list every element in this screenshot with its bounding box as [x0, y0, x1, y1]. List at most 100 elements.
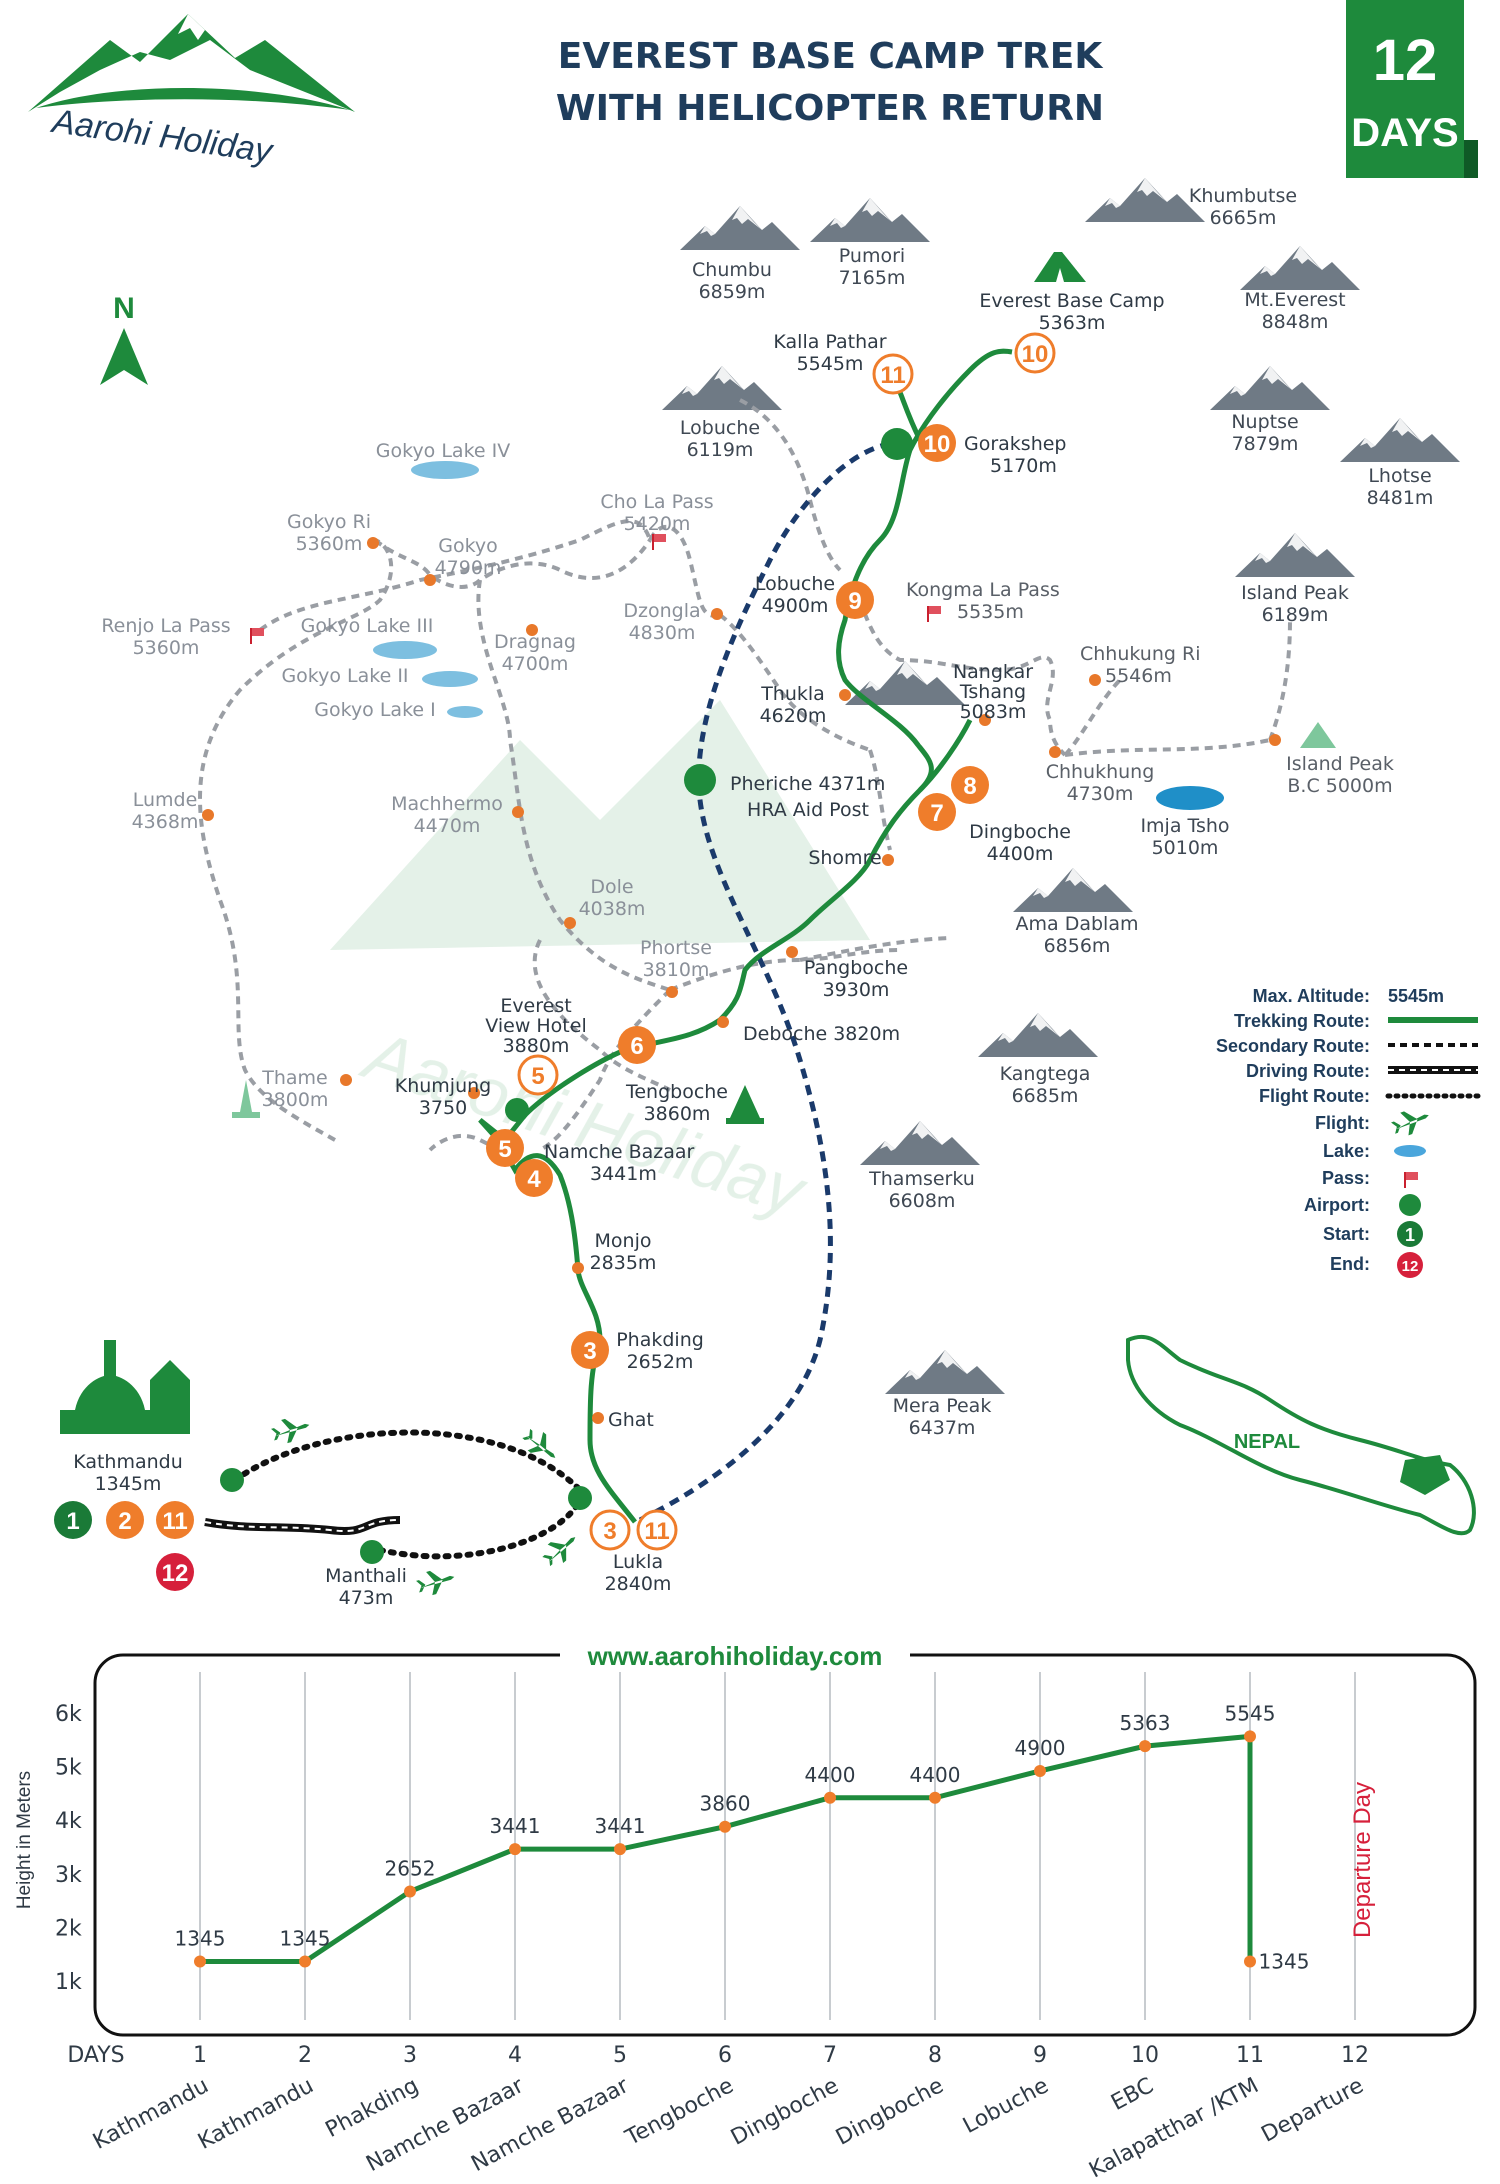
svg-text:12: 12 — [162, 1560, 189, 1587]
svg-text:4: 4 — [527, 1166, 541, 1193]
svg-text:Gokyo Lake II: Gokyo Lake II — [281, 665, 408, 687]
data-point — [614, 1843, 626, 1856]
svg-text:5535m: 5535m — [957, 601, 1024, 623]
y-tick-label: 6k — [55, 1702, 82, 1727]
compass-letter: N — [113, 292, 135, 325]
svg-text:9: 9 — [848, 588, 861, 615]
svg-text:10: 10 — [1022, 341, 1049, 368]
svg-text:Dingboche: Dingboche — [969, 821, 1071, 843]
airport-icons — [220, 428, 913, 1564]
x-tick-label: 8 — [928, 2043, 942, 2068]
svg-text:Namche Bazaar: Namche Bazaar — [544, 1141, 695, 1163]
svg-text:2652m: 2652m — [627, 1351, 694, 1373]
svg-text:473m: 473m — [339, 1587, 394, 1609]
svg-text:Chumbu: Chumbu — [692, 259, 772, 281]
svg-text:3860m: 3860m — [644, 1103, 711, 1125]
badge-number: 12 — [1373, 28, 1438, 93]
lakes — [373, 461, 1224, 810]
data-point — [1244, 1955, 1256, 1968]
camp-icons — [232, 252, 1336, 1124]
svg-text:Gorakshep: Gorakshep — [964, 433, 1067, 455]
data-label: 5545 — [1225, 1701, 1276, 1725]
svg-text:6859m: 6859m — [699, 281, 766, 303]
svg-text:Everest: Everest — [500, 995, 571, 1017]
svg-text:Thamserku: Thamserku — [868, 1168, 975, 1190]
x-category-label: Lobuche — [959, 2073, 1053, 2139]
x-category-label: Tengboche — [621, 2073, 738, 2151]
svg-text:Kangtega: Kangtega — [1000, 1063, 1091, 1085]
svg-text:Pheriche 4371m: Pheriche 4371m — [730, 773, 885, 795]
x-category-label: Dingboche — [832, 2073, 948, 2150]
map-day-markers: 10 11 10 9 8 7 6 5 5 4 3 3 11 1 2 11 12 — [54, 332, 1056, 1591]
data-point — [404, 1885, 416, 1898]
svg-text:4790m: 4790m — [435, 557, 502, 579]
svg-text:5363m: 5363m — [1039, 312, 1106, 334]
svg-text:Island Peak: Island Peak — [1286, 753, 1394, 775]
svg-text:Island Peak: Island Peak — [1241, 582, 1349, 604]
svg-text:Trekking Route:: Trekking Route: — [1234, 1011, 1370, 1031]
svg-text:Flight Route:: Flight Route: — [1259, 1086, 1370, 1106]
svg-text:11: 11 — [880, 362, 905, 389]
svg-text:1345m: 1345m — [95, 1473, 162, 1495]
nepal-label: NEPAL — [1234, 1431, 1300, 1453]
x-tick-label: 2 — [298, 2043, 312, 2068]
svg-text:Kongma La Pass: Kongma La Pass — [906, 579, 1060, 601]
svg-text:6685m: 6685m — [1012, 1085, 1079, 1107]
svg-text:4900m: 4900m — [762, 595, 829, 617]
svg-text:Airport:: Airport: — [1304, 1195, 1370, 1215]
x-tick-label: 5 — [613, 2043, 627, 2068]
data-label: 1345 — [1259, 1950, 1310, 1974]
data-point — [194, 1955, 206, 1968]
svg-text:Ama Dablam: Ama Dablam — [1016, 913, 1139, 935]
x-tick-label: 9 — [1033, 2043, 1047, 2068]
data-point — [299, 1955, 311, 1968]
svg-text:Mt.Everest: Mt.Everest — [1244, 289, 1345, 311]
heli-flight-route — [638, 441, 891, 1523]
svg-text:Everest Base Camp: Everest Base Camp — [979, 290, 1164, 312]
svg-text:Pangboche: Pangboche — [804, 957, 908, 979]
data-label: 5363 — [1120, 1711, 1171, 1735]
x-axis-label: DAYS — [67, 2043, 124, 2068]
y-tick-label: 4k — [55, 1809, 82, 1834]
svg-text:2: 2 — [118, 1508, 131, 1535]
x-category-label: Kathmandu — [89, 2073, 213, 2155]
svg-text:3810m: 3810m — [643, 959, 710, 981]
x-tick-label: 6 — [718, 2043, 732, 2068]
svg-text:Lukla: Lukla — [613, 1551, 663, 1573]
svg-text:5545m: 5545m — [797, 353, 864, 375]
svg-text:5: 5 — [531, 1063, 544, 1090]
svg-text:Deboche 3820m: Deboche 3820m — [743, 1023, 900, 1045]
y-tick-label: 3k — [55, 1863, 82, 1888]
secondary-routes — [198, 398, 1292, 1152]
x-tick-label: 7 — [823, 2043, 837, 2068]
svg-text:4400m: 4400m — [987, 843, 1054, 865]
departure-annotation: Departure Day — [1349, 1782, 1376, 1938]
svg-text:Kathmandu: Kathmandu — [73, 1451, 183, 1473]
svg-text:11: 11 — [162, 1508, 187, 1535]
x-tick-label: 1 — [193, 2043, 207, 2068]
svg-text:Chhukhung: Chhukhung — [1046, 761, 1155, 783]
svg-text:View Hotel: View Hotel — [485, 1015, 586, 1037]
svg-text:5420m: 5420m — [624, 513, 691, 535]
svg-text:Pass:: Pass: — [1322, 1168, 1370, 1188]
svg-text:3: 3 — [603, 1518, 616, 1545]
x-tick-label: 4 — [508, 2043, 522, 2068]
altitude-line — [200, 1733, 1253, 1965]
data-label: 4400 — [805, 1763, 856, 1787]
svg-text:End:: End: — [1330, 1254, 1370, 1274]
svg-text:11: 11 — [644, 1518, 669, 1545]
y-tick-label: 5k — [55, 1756, 82, 1781]
svg-text:Dole: Dole — [590, 876, 633, 898]
badge-unit: DAYS — [1351, 111, 1458, 155]
svg-text:7879m: 7879m — [1232, 433, 1299, 455]
svg-text:7: 7 — [930, 800, 943, 827]
svg-text:Dzongla: Dzongla — [623, 600, 700, 622]
svg-text:4620m: 4620m — [760, 705, 827, 727]
data-label: 3441 — [490, 1814, 541, 1838]
svg-text:Flight:: Flight: — [1315, 1113, 1370, 1133]
svg-text:3: 3 — [583, 1338, 596, 1365]
svg-text:3750: 3750 — [419, 1097, 467, 1119]
x-tick-label: 11 — [1236, 2043, 1264, 2068]
plane-icons — [269, 1413, 584, 1599]
svg-text:5083m: 5083m — [960, 701, 1027, 723]
